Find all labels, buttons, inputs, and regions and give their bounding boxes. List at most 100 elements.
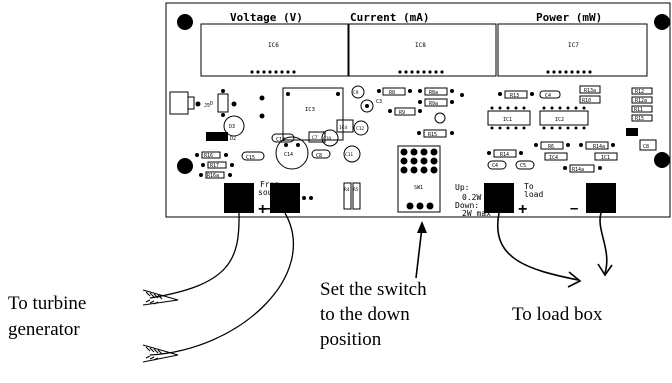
turbine-caption-line2: generator xyxy=(8,319,80,340)
arrowhead-load-minus xyxy=(597,263,613,277)
resistor-r1: R5 xyxy=(352,182,361,210)
svg-text:R12: R12 xyxy=(635,89,644,95)
svg-text:IC3: IC3 xyxy=(305,107,315,113)
capacitor-c5: C5 xyxy=(515,160,535,170)
display-pins xyxy=(546,70,592,74)
power-display: IC7 xyxy=(497,23,648,77)
svg-text:J5: J5 xyxy=(204,103,210,109)
voltage-header: Voltage (V) xyxy=(230,11,303,24)
resistor-r14: IC4 xyxy=(544,152,568,161)
switch-caption-line1: Set the switch xyxy=(320,279,427,300)
svg-text:IC1: IC1 xyxy=(601,155,610,161)
svg-text:C4: C4 xyxy=(492,163,498,169)
svg-text:R12a: R12a xyxy=(635,98,647,104)
resistor-r16a: R16a xyxy=(199,171,232,179)
resistor-r14a: R14a xyxy=(563,164,602,173)
capacitor-c14: C14 xyxy=(275,136,309,170)
capacitor-c9: C9 xyxy=(351,85,365,99)
ic2: IC2 xyxy=(539,106,589,130)
svg-text:R13a: R13a xyxy=(584,88,596,94)
ic1: IC1 xyxy=(487,106,531,130)
resistor-r13: R13a xyxy=(579,85,601,94)
wire-end-top xyxy=(142,289,179,306)
turbine-caption-line1: To turbine xyxy=(8,293,86,314)
source-from-label: From xyxy=(260,180,279,189)
load-minus-sign: – xyxy=(570,200,578,217)
source-minus-terminal xyxy=(270,183,300,213)
svg-text:IC8: IC8 xyxy=(415,42,426,49)
svg-text:C7: C7 xyxy=(312,135,318,141)
resistor-r8: R8 xyxy=(377,87,412,96)
load-to-label: To xyxy=(524,182,534,191)
resistor-r3: R6 xyxy=(534,141,570,150)
svg-text:R8: R8 xyxy=(389,90,395,96)
svg-text:C14: C14 xyxy=(284,152,293,158)
svg-text:C4: C4 xyxy=(545,93,551,99)
pad xyxy=(259,95,265,101)
resistor-r6: IC1 xyxy=(594,152,618,161)
svg-text:R4: R4 xyxy=(344,187,350,193)
resistor-r15: R15 xyxy=(417,129,454,138)
svg-text:C12: C12 xyxy=(356,126,364,132)
current-header: Current (mA) xyxy=(350,11,429,24)
load-plus-terminal xyxy=(484,183,514,213)
mounting-hole xyxy=(177,14,193,30)
svg-text:D2: D2 xyxy=(230,136,236,142)
capacitor-c6: C7 xyxy=(308,131,326,143)
svg-text:R14a: R14a xyxy=(572,167,584,173)
svg-text:R16: R16 xyxy=(204,153,213,159)
resistor-r8a: R8a xyxy=(418,87,454,96)
wire-load-plus xyxy=(496,212,579,281)
led-d3: D3 xyxy=(223,101,245,137)
svg-text:C8: C8 xyxy=(643,144,649,150)
wire-source-plus xyxy=(149,212,240,299)
svg-text:IC1: IC1 xyxy=(503,117,512,123)
resistor-r12a: R11 xyxy=(631,105,653,113)
capacitor-c12: C12 xyxy=(353,120,369,136)
svg-text:C10: C10 xyxy=(323,136,331,142)
resistor-r10: R12 xyxy=(631,87,653,95)
svg-text:IC6: IC6 xyxy=(268,42,279,49)
svg-text:R13: R13 xyxy=(510,93,519,99)
switch-up-value: 0.2W max xyxy=(462,193,501,202)
load-plus-sign: + xyxy=(518,201,527,218)
source-plus-terminal xyxy=(224,183,254,213)
ic4: IC4 xyxy=(336,119,354,133)
switch-caption-line2: to the down xyxy=(320,304,410,325)
switch-down-value: 2W max xyxy=(462,209,491,218)
resistor-r12: R12a xyxy=(631,96,653,104)
capacitor-c4: C4 xyxy=(539,90,561,99)
source-minus-sign: – xyxy=(266,200,274,217)
resistor-r16: R16 xyxy=(195,151,228,159)
load-minus-terminal xyxy=(586,183,616,213)
current-display: IC8 xyxy=(348,23,497,77)
capacitor-c11: C11 xyxy=(343,145,361,163)
pad xyxy=(434,112,446,124)
load-terminal: To load + – xyxy=(484,182,616,218)
source-source-label: source xyxy=(258,188,287,197)
connector-j5: J5 xyxy=(169,91,210,115)
switch-caption-line3: position xyxy=(320,329,382,350)
switch-up-label: Up: xyxy=(455,183,469,192)
svg-text:R10: R10 xyxy=(582,98,591,104)
pad xyxy=(460,93,464,97)
load-caption: To load box xyxy=(512,304,603,325)
mounting-hole xyxy=(654,152,670,168)
svg-text:SW1: SW1 xyxy=(414,185,423,191)
svg-text:R17: R17 xyxy=(210,163,219,169)
capacitor-c8: C8 xyxy=(639,139,657,151)
voltage-display: IC6 xyxy=(200,23,349,77)
switch-pointer-arrowhead xyxy=(417,221,427,233)
display-pins xyxy=(398,70,444,74)
svg-text:C13: C13 xyxy=(276,137,285,143)
source-terminal: From source + – xyxy=(224,180,313,218)
capacitor-c7: C8 xyxy=(311,149,331,159)
svg-text:C9: C9 xyxy=(353,90,359,96)
ic3: IC3 xyxy=(282,87,344,141)
capacitor-c3: C3 xyxy=(360,99,382,113)
svg-text:IC7: IC7 xyxy=(568,42,579,49)
load-load-label: load xyxy=(524,190,543,199)
svg-text:C8: C8 xyxy=(316,153,322,159)
svg-text:C11: C11 xyxy=(345,152,353,158)
